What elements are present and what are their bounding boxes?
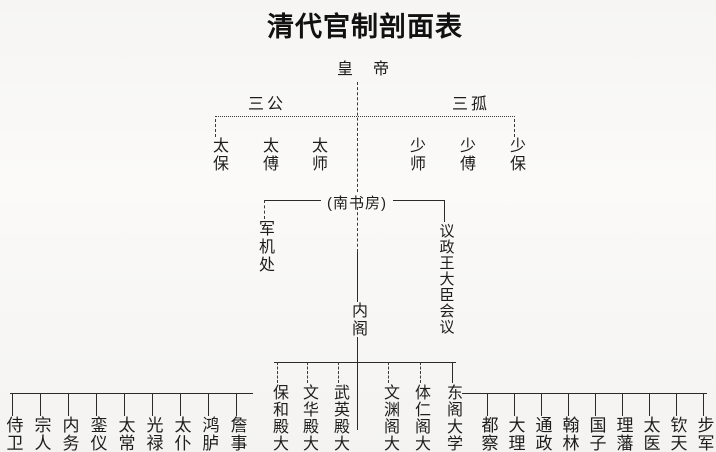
connector-office-drop bbox=[676, 393, 677, 416]
node-hall-wenhua: 文华殿大 bbox=[300, 384, 317, 452]
node-deliberative-council: 议政王大臣会议 bbox=[437, 223, 455, 335]
node-office-guozi: 国子 bbox=[586, 416, 606, 452]
node-office-shiwei: 侍卫 bbox=[3, 416, 23, 452]
connector-hall-drop bbox=[452, 362, 453, 383]
node-office-hanlin: 翰林 bbox=[559, 416, 579, 452]
connector-office-drop bbox=[40, 393, 41, 416]
node-southern-study: (南书房) bbox=[327, 195, 387, 212]
page-title: 清代官制剖面表 bbox=[267, 12, 463, 42]
connector-office-drop bbox=[236, 393, 237, 416]
connector-left-offices-bracket bbox=[10, 393, 253, 394]
node-office-luanyi: 銮仪 bbox=[87, 416, 107, 452]
connector-office-drop bbox=[568, 393, 569, 416]
node-office-tongzheng: 通政 bbox=[532, 416, 552, 452]
connector-study-left-arm bbox=[264, 200, 321, 201]
connector-hall-drop bbox=[338, 362, 339, 383]
node-office-guanglu: 光禄 bbox=[143, 416, 163, 452]
connector-office-drop bbox=[703, 393, 704, 416]
node-office-bujun: 步军 bbox=[694, 416, 714, 452]
node-taifu: 太傅 bbox=[260, 137, 277, 173]
node-grand-council: 军机处 bbox=[256, 220, 273, 274]
connector-office-drop bbox=[208, 393, 209, 416]
connector-mid-trunk-solid bbox=[357, 252, 358, 302]
connector-office-drop bbox=[649, 393, 650, 416]
connector-study-right-arm bbox=[393, 200, 444, 201]
node-office-zhanshi: 詹事 bbox=[227, 416, 247, 452]
node-office-lifan: 理藩 bbox=[613, 416, 633, 452]
connector-right-offices-bracket bbox=[462, 393, 707, 394]
node-hall-wenyuan: 文渊阁大 bbox=[381, 384, 398, 452]
connector-hall-drop bbox=[420, 362, 421, 383]
node-office-qintian: 钦天 bbox=[667, 416, 687, 452]
connector-grand-council-drop bbox=[264, 200, 265, 219]
connector-emperor-trunk bbox=[357, 82, 358, 192]
node-taishi: 太师 bbox=[309, 137, 326, 173]
connector-bracket-left-drop bbox=[215, 119, 216, 137]
connector-office-drop bbox=[152, 393, 153, 416]
connector-office-drop bbox=[514, 393, 515, 416]
connector-mid-trunk-dashed bbox=[357, 207, 358, 252]
node-shaofu: 少傅 bbox=[457, 137, 474, 173]
node-shaoshi: 少师 bbox=[407, 137, 424, 173]
node-three-solitaries-label: 三孤 bbox=[451, 96, 491, 113]
connector-dukes-bracket bbox=[215, 116, 515, 117]
connector-office-drop bbox=[180, 393, 181, 416]
node-hall-wuying: 武英殿大 bbox=[331, 384, 348, 452]
node-hall-tiren: 体仁阁大 bbox=[412, 384, 429, 452]
node-emperor: 皇 帝 bbox=[336, 61, 392, 78]
connector-bracket-right-drop bbox=[514, 119, 515, 137]
connector-deliberative-drop bbox=[444, 200, 445, 222]
node-office-taipu: 太仆 bbox=[171, 416, 191, 452]
connector-office-drop bbox=[96, 393, 97, 416]
node-office-zongren: 宗人 bbox=[31, 416, 51, 452]
connector-hall-drop bbox=[388, 362, 389, 383]
node-office-neiwu: 内务 bbox=[59, 416, 79, 452]
connector-office-drop bbox=[12, 393, 13, 416]
connector-halls-bracket bbox=[274, 362, 456, 363]
node-grand-secretariat: 内阁 bbox=[349, 302, 366, 338]
connector-hall-drop bbox=[277, 362, 278, 383]
node-shaobao: 少保 bbox=[507, 137, 524, 173]
node-three-dukes-label: 三公 bbox=[247, 96, 287, 113]
node-hall-dongge: 东阁大学 bbox=[444, 384, 461, 452]
connector-office-drop bbox=[595, 393, 596, 416]
node-taibao: 太保 bbox=[210, 137, 227, 173]
node-hall-baohe: 保和殿大 bbox=[270, 384, 287, 452]
connector-office-drop bbox=[541, 393, 542, 416]
connector-office-drop bbox=[487, 393, 488, 416]
node-office-taichang: 太常 bbox=[115, 416, 135, 452]
node-office-taiyi: 太医 bbox=[640, 416, 660, 452]
connector-hall-drop bbox=[307, 362, 308, 383]
node-office-ducha: 都察 bbox=[478, 416, 498, 452]
connector-office-drop bbox=[68, 393, 69, 416]
node-office-dali: 大理 bbox=[505, 416, 525, 452]
connector-office-drop bbox=[622, 393, 623, 416]
connector-lower-trunk bbox=[357, 337, 358, 430]
node-office-honglu: 鸿胪 bbox=[199, 416, 219, 452]
connector-office-drop bbox=[124, 393, 125, 416]
